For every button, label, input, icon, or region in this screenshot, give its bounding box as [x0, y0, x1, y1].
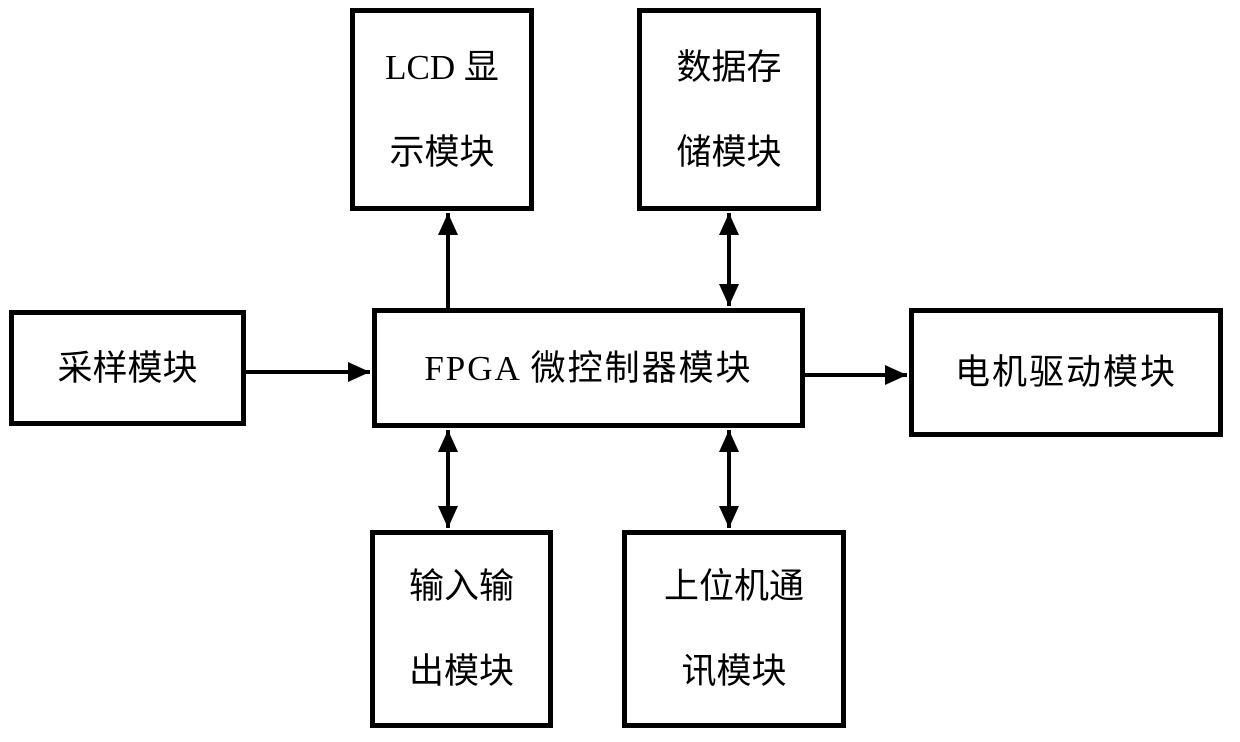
box-label-line: 数据存 [676, 47, 782, 87]
box-fpga-microcontroller-module: FPGA 微控制器模块 [372, 308, 805, 428]
box-label-line: 采样模块 [57, 348, 198, 388]
box-sampling-module: 采样模块 [9, 310, 246, 426]
box-label-line: 讯模块 [681, 652, 787, 691]
box-input-output-module: 输入输 出模块 [370, 530, 553, 728]
box-label-line: LCD 显 [385, 47, 499, 87]
box-label-line: 输入输 [408, 567, 514, 606]
box-label-line: FPGA 微控制器模块 [424, 348, 753, 388]
box-label-line: 储模块 [676, 132, 782, 172]
box-label-line: 电机驱动模块 [954, 353, 1177, 392]
box-host-communication-module: 上位机通 讯模块 [622, 530, 846, 728]
box-label-line: 出模块 [408, 652, 514, 691]
box-motor-drive-module: 电机驱动模块 [909, 308, 1223, 437]
box-lcd-display-module: LCD 显 示模块 [350, 8, 534, 211]
box-label-line: 上位机通 [663, 567, 804, 606]
box-label-line: 示模块 [389, 132, 495, 172]
box-data-storage-module: 数据存 储模块 [637, 8, 821, 211]
